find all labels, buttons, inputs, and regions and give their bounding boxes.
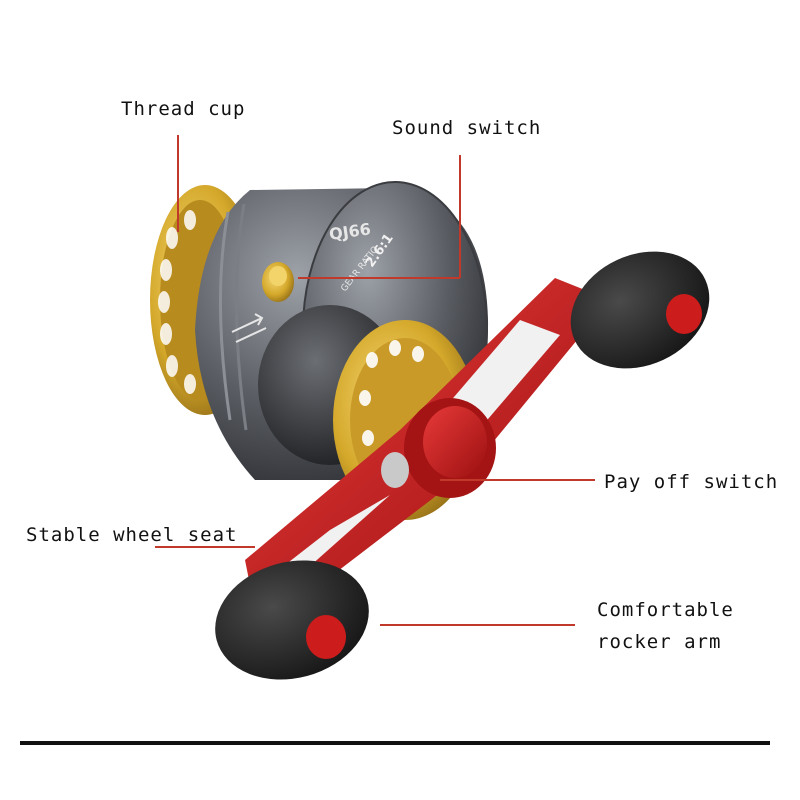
label-thread-cup: Thread cup	[121, 98, 246, 120]
bottom-divider	[20, 741, 770, 745]
label-sound-switch: Sound switch	[392, 117, 542, 139]
sound-switch-knob	[262, 262, 294, 302]
label-pay-off-switch: Pay off switch	[604, 471, 779, 493]
pay-off-switch-hub	[381, 398, 496, 498]
label-comfortable-rocker-arm: Comfortable rocker arm	[597, 594, 734, 658]
label-comfortable-rocker-arm-line2: rocker arm	[597, 631, 722, 653]
upper-handle-knob	[570, 251, 710, 369]
label-comfortable-rocker-arm-line1: Comfortable	[597, 599, 734, 621]
leader-lines	[155, 135, 595, 626]
lower-handle-knob	[215, 560, 369, 680]
label-stable-wheel-seat: Stable wheel seat	[26, 524, 238, 546]
